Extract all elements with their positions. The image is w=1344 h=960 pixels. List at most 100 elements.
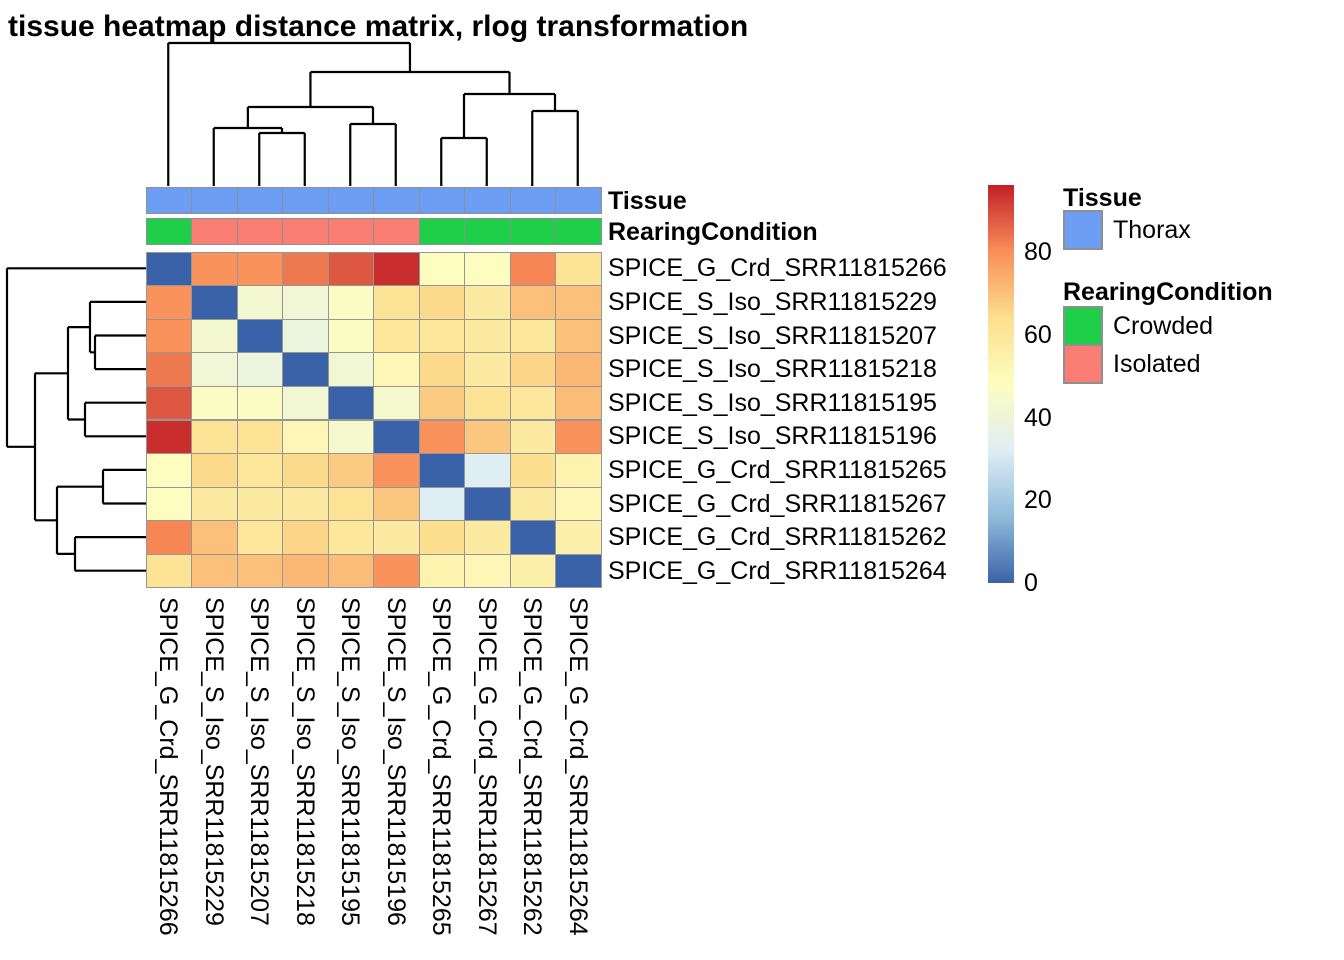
colorbar-tick-label: 0 bbox=[1024, 569, 1038, 597]
heatmap-cell bbox=[464, 285, 511, 320]
heatmap-cell bbox=[555, 251, 602, 287]
heatmap-cell bbox=[555, 352, 602, 387]
heatmap-cell bbox=[327, 285, 374, 320]
heatmap-cell bbox=[191, 486, 238, 522]
heatmap-cell bbox=[464, 520, 511, 555]
heatmap-cell bbox=[282, 486, 329, 522]
heatmap-cell bbox=[418, 251, 465, 287]
heatmap-cell bbox=[191, 285, 238, 320]
heatmap-cell bbox=[191, 352, 238, 387]
heatmap-cell bbox=[509, 453, 556, 488]
annotation-cell-crowded bbox=[145, 218, 192, 245]
heatmap-cell bbox=[191, 553, 238, 589]
legend-swatch-isolated bbox=[1063, 344, 1103, 384]
heatmap-cell bbox=[509, 553, 556, 589]
legend-swatch-thorax bbox=[1063, 210, 1103, 250]
colorbar-gradient bbox=[988, 185, 1014, 583]
annotation-cell-thorax bbox=[464, 187, 511, 214]
heatmap-cell bbox=[236, 486, 283, 522]
annotation-cell-thorax bbox=[191, 187, 238, 214]
heatmap-cell bbox=[373, 251, 420, 287]
annotation-cell-thorax bbox=[236, 187, 283, 214]
heatmap-cell bbox=[373, 385, 420, 421]
heatmap-cell bbox=[373, 419, 420, 455]
row-label: SPICE_G_Crd_SRR11815265 bbox=[608, 456, 947, 484]
row-dendrogram bbox=[5, 267, 147, 572]
heatmap-cell bbox=[282, 352, 329, 387]
column-dendrogram bbox=[167, 41, 579, 186]
legend-tissue-title: Tissue bbox=[1063, 184, 1142, 212]
heatmap-cell bbox=[509, 285, 556, 320]
row-label: SPICE_S_Iso_SRR11815207 bbox=[608, 322, 937, 350]
heatmap-cell bbox=[555, 520, 602, 555]
figure-title: tissue heatmap distance matrix, rlog tra… bbox=[8, 10, 749, 43]
heatmap-cell bbox=[418, 553, 465, 589]
row-label: SPICE_G_Crd_SRR11815264 bbox=[608, 557, 947, 585]
heatmap-cell bbox=[555, 553, 602, 589]
annotation-cell-crowded bbox=[555, 218, 602, 245]
heatmap-cell bbox=[373, 318, 420, 354]
heatmap-cell bbox=[145, 453, 192, 488]
row-label: SPICE_S_Iso_SRR11815196 bbox=[608, 422, 937, 450]
heatmap-cell bbox=[464, 385, 511, 421]
heatmap-cell bbox=[327, 251, 374, 287]
row-label: SPICE_G_Crd_SRR11815267 bbox=[608, 490, 947, 518]
heatmap-cell bbox=[418, 520, 465, 555]
heatmap-cell bbox=[373, 352, 420, 387]
heatmap-cell bbox=[145, 486, 192, 522]
heatmap-cell bbox=[282, 520, 329, 555]
heatmap-cell bbox=[509, 486, 556, 522]
heatmap-cell bbox=[327, 385, 374, 421]
heatmap-cell bbox=[555, 385, 602, 421]
colorbar-tick-label: 60 bbox=[1024, 321, 1052, 349]
heatmap-cell bbox=[236, 285, 283, 320]
heatmap-cell bbox=[373, 486, 420, 522]
heatmap-cell bbox=[509, 419, 556, 455]
heatmap-cell bbox=[282, 385, 329, 421]
heatmap-cell bbox=[145, 285, 192, 320]
legend-rearing-title: RearingCondition bbox=[1063, 278, 1273, 306]
row-label: SPICE_S_Iso_SRR11815229 bbox=[608, 288, 937, 316]
annotation-cell-thorax bbox=[145, 187, 192, 214]
annotation-cell-thorax bbox=[555, 187, 602, 214]
annotation-cell-isolated bbox=[282, 218, 329, 245]
heatmap-cell bbox=[145, 553, 192, 589]
heatmap-cell bbox=[236, 318, 283, 354]
heatmap-cell bbox=[373, 285, 420, 320]
heatmap-cell bbox=[327, 486, 374, 522]
heatmap-cell bbox=[509, 385, 556, 421]
row-label: SPICE_G_Crd_SRR11815262 bbox=[608, 523, 947, 551]
heatmap-cell bbox=[464, 251, 511, 287]
heatmap-cell bbox=[145, 251, 192, 287]
colorbar-tick-label: 80 bbox=[1024, 238, 1052, 266]
tissue-annotation-label: Tissue bbox=[608, 187, 687, 215]
heatmap-cell bbox=[191, 419, 238, 455]
heatmap-cell bbox=[418, 453, 465, 488]
heatmap-cell bbox=[418, 486, 465, 522]
heatmap-cell bbox=[327, 553, 374, 589]
heatmap-cell bbox=[191, 520, 238, 555]
colorbar-tick-label: 40 bbox=[1024, 404, 1052, 432]
heatmap-cell bbox=[145, 419, 192, 455]
heatmap-cell bbox=[509, 520, 556, 555]
annotation-cell-crowded bbox=[509, 218, 556, 245]
heatmap-cell bbox=[236, 251, 283, 287]
heatmap-cell bbox=[236, 352, 283, 387]
heatmap-cell bbox=[191, 453, 238, 488]
heatmap-cell bbox=[418, 318, 465, 354]
heatmap-cell bbox=[327, 453, 374, 488]
annotation-cell-isolated bbox=[373, 218, 420, 245]
annotation-cell-isolated bbox=[236, 218, 283, 245]
row-label: SPICE_G_Crd_SRR11815266 bbox=[608, 254, 947, 282]
annotation-cell-thorax bbox=[282, 187, 329, 214]
heatmap-cell bbox=[418, 285, 465, 320]
row-label: SPICE_S_Iso_SRR11815218 bbox=[608, 355, 937, 383]
heatmap-cell bbox=[464, 352, 511, 387]
heatmap-cell bbox=[327, 520, 374, 555]
heatmap-cell bbox=[282, 318, 329, 354]
heatmap-cell bbox=[282, 251, 329, 287]
heatmap-cell bbox=[282, 285, 329, 320]
heatmap-cell bbox=[327, 419, 374, 455]
heatmap-cell bbox=[282, 453, 329, 488]
heatmap-cell bbox=[555, 285, 602, 320]
